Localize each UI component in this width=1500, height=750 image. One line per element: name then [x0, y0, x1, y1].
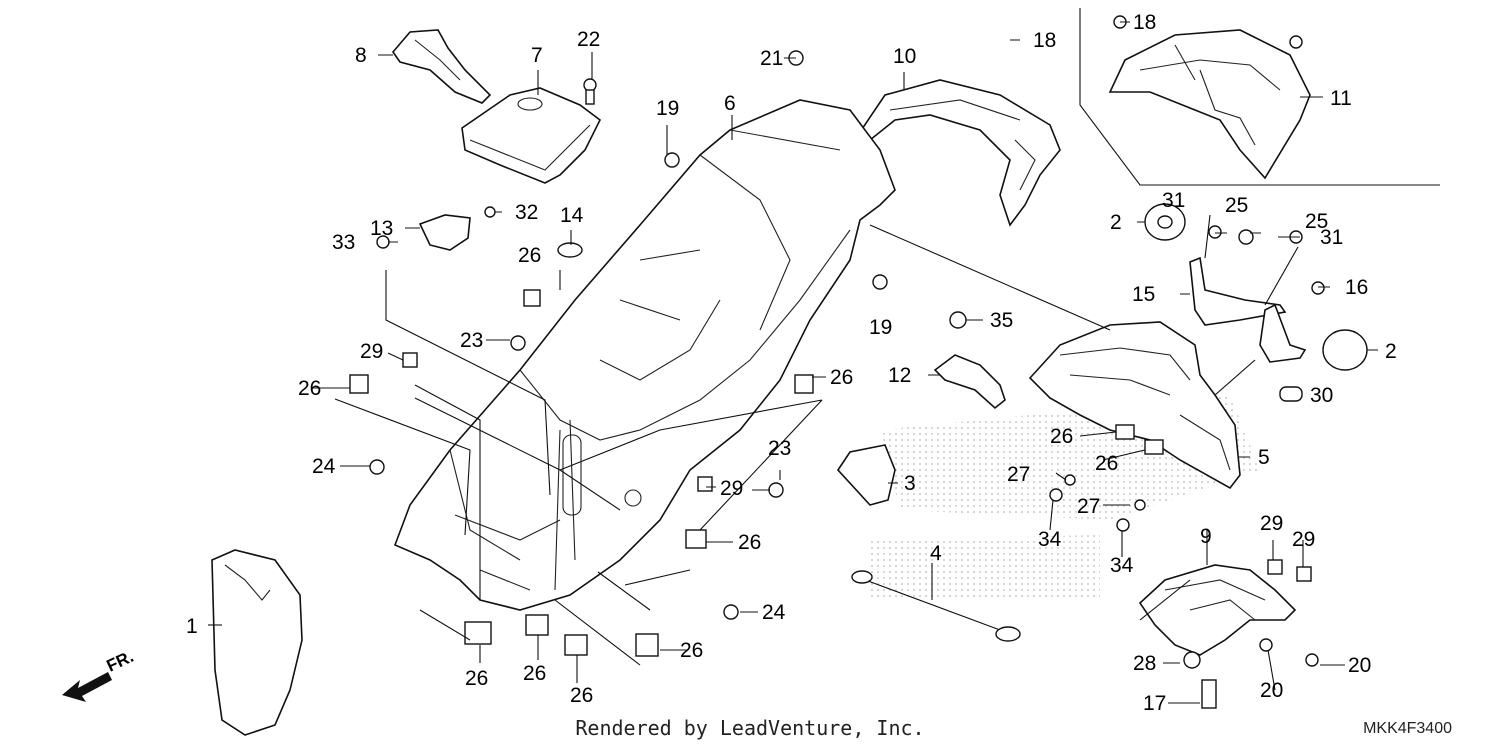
- callout-33: 33: [332, 231, 355, 254]
- callout-21: 21: [760, 47, 783, 70]
- callout-11: 11: [1330, 87, 1352, 110]
- callout-26-a: 26: [518, 244, 541, 267]
- callout-24-right: 24: [762, 601, 786, 624]
- callout-28: 28: [1133, 652, 1156, 675]
- part-6-rear-fender-main[interactable]: [393, 99, 896, 611]
- part-7-tray[interactable]: [461, 87, 602, 184]
- footer: Rendered by LeadVenture, Inc. MKK4F3400: [0, 716, 1500, 746]
- callout-16: 16: [1345, 276, 1368, 299]
- callout-31-right: 31: [1320, 226, 1343, 249]
- part-15-bracket[interactable]: [1189, 256, 1307, 363]
- part-13-clip[interactable]: [418, 214, 471, 251]
- callout-30: 30: [1310, 384, 1333, 407]
- callout-8: 8: [355, 44, 367, 67]
- render-credit: Rendered by LeadVenture, Inc.: [575, 716, 925, 740]
- callout-10: 10: [893, 45, 916, 68]
- part-9-lower-panel[interactable]: [1138, 564, 1297, 656]
- fasteners: [349, 15, 1325, 709]
- part-3-loop[interactable]: [836, 444, 896, 506]
- callout-34-right: 34: [1110, 554, 1134, 577]
- callout-18-main: 18: [1033, 29, 1056, 52]
- callout-31-left: 31: [1162, 189, 1185, 212]
- leader-lines: [208, 21, 1378, 704]
- callout-26-c: 26: [830, 366, 853, 389]
- callout-29-c: 29: [1260, 512, 1283, 535]
- part-10-inner-fender[interactable]: [856, 79, 1061, 227]
- callout-32: 32: [515, 201, 538, 224]
- callout-17: 17: [1143, 692, 1166, 715]
- part-2-reflector-right[interactable]: [1322, 329, 1368, 371]
- callout-7: 7: [531, 44, 543, 67]
- callout-19-right: 19: [869, 316, 892, 339]
- callout-2-right: 2: [1385, 340, 1397, 363]
- callout-1: 1: [186, 615, 198, 638]
- part-8-bracket[interactable]: [391, 29, 492, 104]
- callout-6: 6: [724, 92, 736, 115]
- part-5-tail-light-housing[interactable]: [1028, 321, 1241, 490]
- part-11-rear-cover[interactable]: [1108, 29, 1311, 180]
- callout-27-left: 27: [1007, 463, 1030, 486]
- callout-4: 4: [930, 542, 942, 565]
- callout-26-i: 26: [1050, 425, 1073, 448]
- callout-15: 15: [1132, 283, 1155, 306]
- callout-29-d: 29: [1292, 528, 1315, 551]
- callout-23-right: 23: [768, 437, 791, 460]
- callout-23-left: 23: [460, 329, 483, 352]
- callout-22: 22: [577, 28, 600, 51]
- part-4-cable[interactable]: [851, 570, 1021, 642]
- part-1-front-fender[interactable]: [211, 549, 303, 736]
- callout-25-right: 25: [1305, 210, 1328, 233]
- callout-26-e: 26: [680, 639, 703, 662]
- diagram-code: MKK4F3400: [1363, 720, 1452, 737]
- callout-labels: 1 2 2 3 4 5 6 7 8 9 10 11 12 13 14 15 16…: [186, 11, 1397, 715]
- callout-18-inset: 18: [1133, 11, 1156, 34]
- callout-5: 5: [1258, 446, 1270, 469]
- callout-9: 9: [1200, 525, 1212, 548]
- callout-26-f: 26: [465, 667, 488, 690]
- callout-13: 13: [370, 217, 393, 240]
- callout-26-j: 26: [1095, 452, 1118, 475]
- callout-26-d: 26: [738, 531, 761, 554]
- callout-26-h: 26: [570, 684, 593, 707]
- callout-26-b: 26: [298, 377, 321, 400]
- callout-34-left: 34: [1038, 528, 1062, 551]
- callout-20-left: 20: [1260, 679, 1283, 702]
- callout-3: 3: [904, 472, 916, 495]
- direction-label: FR.: [104, 647, 137, 676]
- callout-26-g: 26: [523, 662, 546, 685]
- callout-19-left: 19: [656, 97, 679, 120]
- callout-29-b: 29: [720, 477, 743, 500]
- inset-box-border: [1079, 8, 1440, 186]
- callout-12: 12: [888, 364, 911, 387]
- callout-14: 14: [560, 204, 584, 227]
- callout-2-left: 2: [1110, 211, 1122, 234]
- callout-25-left: 25: [1225, 194, 1248, 217]
- callout-24-left: 24: [312, 455, 336, 478]
- front-direction-arrow: FR.: [62, 647, 137, 702]
- callout-35: 35: [990, 309, 1013, 332]
- callout-27-right: 27: [1077, 495, 1100, 518]
- part-12-bracket[interactable]: [933, 354, 1006, 410]
- callout-20-right: 20: [1348, 654, 1371, 677]
- callout-29-a: 29: [360, 340, 383, 363]
